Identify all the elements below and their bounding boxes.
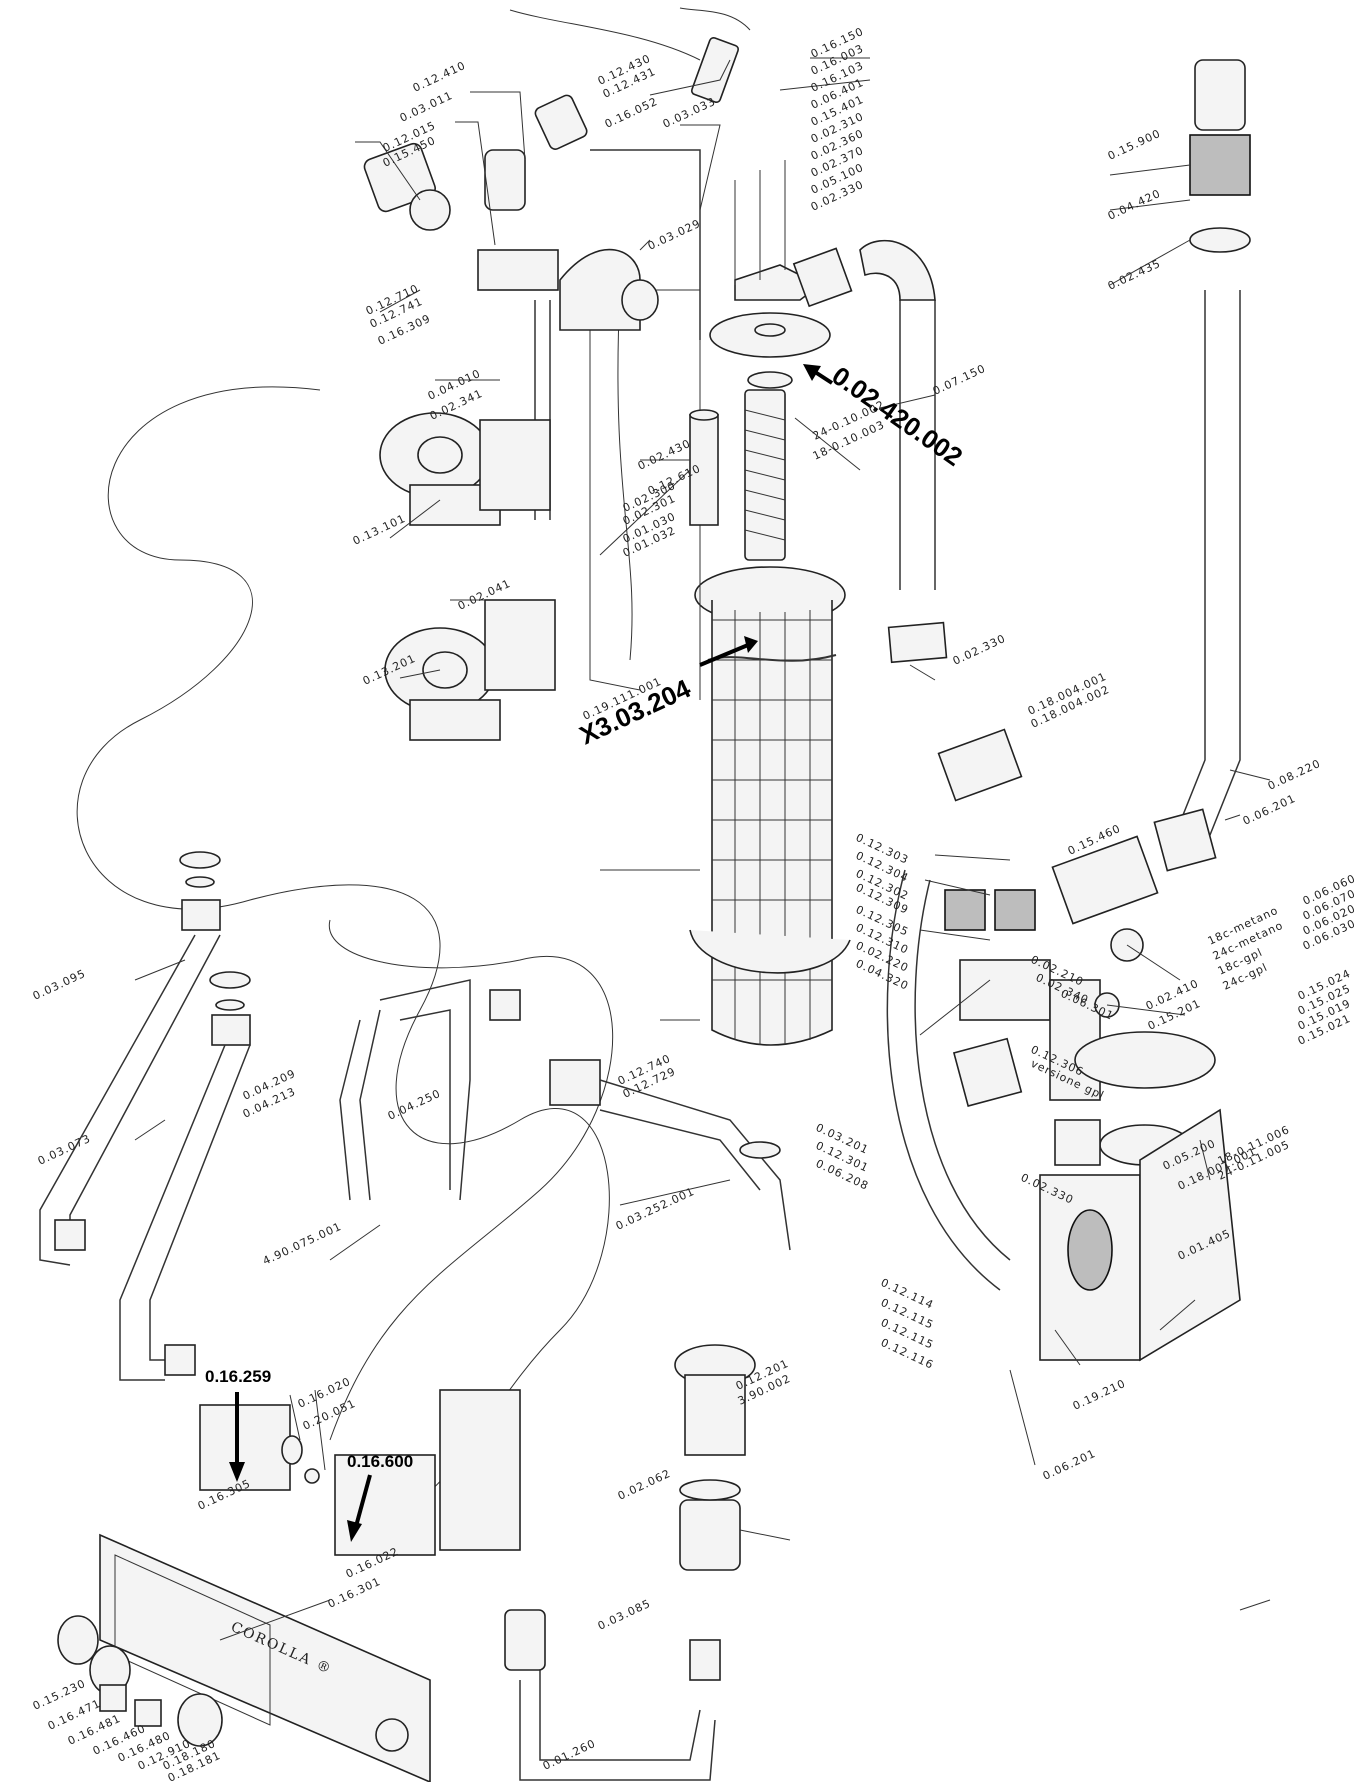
circulator-pumps [379, 412, 556, 741]
part-label: 0.06.201 [1241, 792, 1298, 828]
part-label: 0.01.260 [541, 1737, 598, 1773]
cables [76, 7, 751, 1501]
callout-board-a: 0.16.259 [205, 1367, 271, 1386]
part-label: 0.07.150 [931, 362, 988, 398]
gas-valve [937, 728, 1159, 1101]
part-label: 0.04.250 [386, 1087, 443, 1123]
part-label: 0.06.201 [1041, 1447, 1098, 1483]
part-label: 0.19.210 [1071, 1377, 1128, 1413]
fan-assembly [886, 869, 1241, 1362]
siphon [504, 1344, 756, 1781]
part-label: 0.03.011 [398, 89, 455, 125]
part-label: 0.03.085 [596, 1597, 653, 1633]
part-label: 0.13.101 [351, 512, 408, 548]
combustion-chamber [689, 371, 851, 1046]
part-label: 0.16.052 [603, 95, 660, 131]
part-label: 0.03.252.001 [614, 1185, 697, 1233]
callout-arrows [229, 364, 834, 1542]
part-label: 0.03.073 [36, 1132, 93, 1168]
part-label: 0.12.410 [411, 59, 468, 95]
back-panel [589, 289, 719, 700]
part-label: 0.16.301 [326, 1575, 383, 1611]
exhaust-pipe [859, 239, 948, 664]
flue-pipe [1153, 59, 1251, 872]
electronics [199, 1389, 521, 1556]
part-label: 0.03.095 [31, 967, 88, 1003]
lower-piping [39, 851, 791, 1381]
part-label: 0.02.435 [1106, 257, 1163, 293]
part-label: 0.03.029 [646, 217, 703, 253]
leader-lines [134, 57, 1271, 1641]
burner-flange [709, 160, 853, 358]
part-label: 4.90.075.001 [261, 1220, 344, 1268]
part-label: 0.02.330 [951, 632, 1008, 668]
callout-board-b: 0.16.600 [347, 1452, 413, 1471]
part-label: 0.08.220 [1266, 757, 1323, 793]
part-label: 0.02.062 [616, 1467, 673, 1503]
part-label: 0.15.900 [1106, 127, 1163, 163]
